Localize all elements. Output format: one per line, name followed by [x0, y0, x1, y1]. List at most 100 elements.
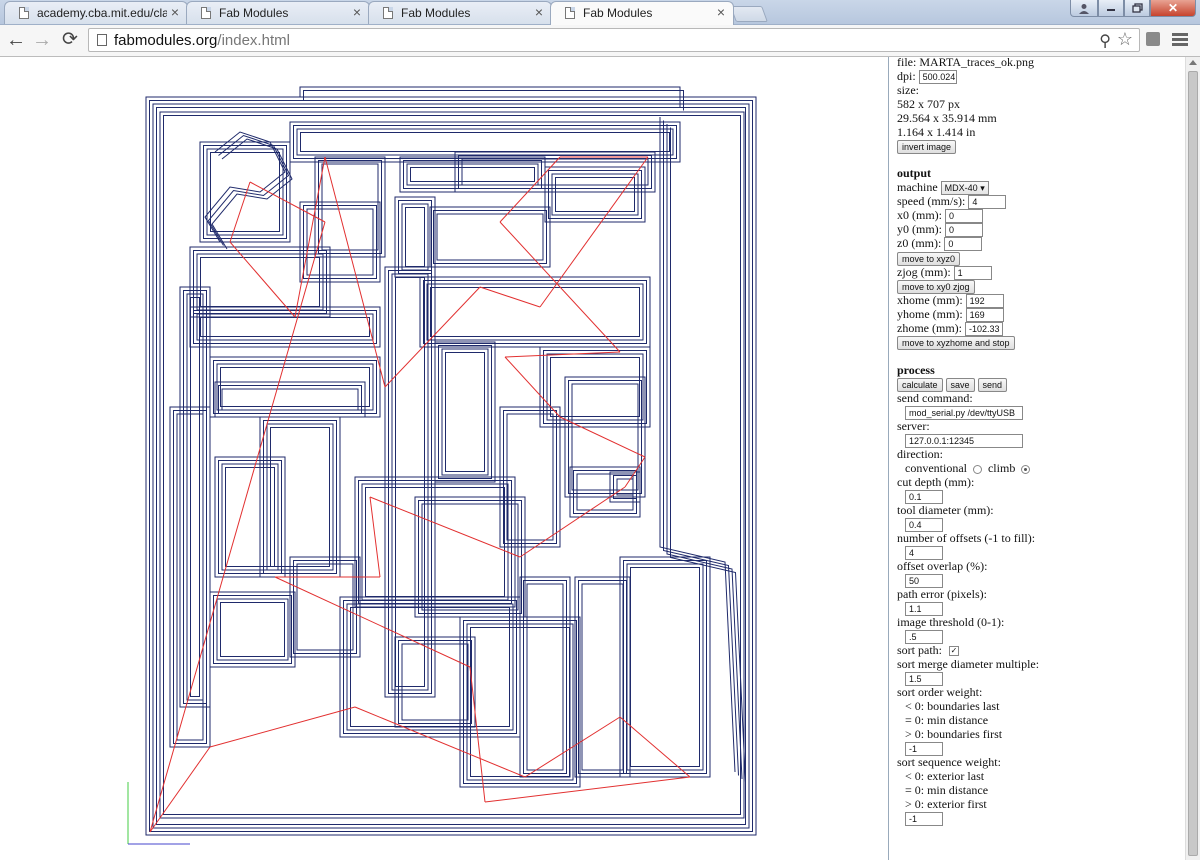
- back-arrow-icon[interactable]: ←: [6, 29, 26, 51]
- forward-arrow-icon[interactable]: →: [32, 29, 52, 51]
- dpi-input[interactable]: 500.024: [918, 70, 957, 85]
- size-in: 1.164 x 1.414 in: [897, 125, 976, 139]
- tab-title: Fab Modules: [401, 6, 471, 20]
- xhome-label: xhome (mm):: [897, 293, 963, 307]
- send-command-input[interactable]: mod_serial.py /dev/ttyUSB: [905, 406, 1023, 421]
- speed-input[interactable]: 4: [968, 195, 1007, 210]
- tab-fab-modules-2[interactable]: Fab Modules ×: [368, 1, 552, 24]
- machine-row: machine MDX-40 ▾: [897, 180, 989, 196]
- speed-label: speed (mm/s):: [897, 194, 966, 208]
- page-icon: [201, 7, 211, 19]
- cut-depth-label: cut depth (mm):: [897, 475, 975, 489]
- merge-input[interactable]: 1.5: [905, 672, 943, 687]
- conventional-label: conventional: [905, 461, 967, 475]
- offsets-label: number of offsets (-1 to fill):: [897, 531, 1036, 545]
- scroll-up-arrow-icon[interactable]: [1189, 60, 1197, 65]
- size-label: size:: [897, 83, 919, 97]
- threshold-input[interactable]: .5: [905, 630, 943, 645]
- yhome-input[interactable]: 169: [965, 308, 1004, 323]
- seq-weight-input[interactable]: -1: [905, 812, 943, 827]
- machine-select[interactable]: MDX-40 ▾: [940, 181, 989, 196]
- panel-divider: [888, 57, 889, 860]
- scroll-thumb[interactable]: [1188, 71, 1198, 856]
- axis-indicator: [127, 782, 190, 845]
- user-icon[interactable]: [1070, 0, 1098, 17]
- toolpath-preview: [127, 86, 757, 845]
- zoom-icon[interactable]: ⚲: [1099, 33, 1111, 50]
- output-header: output: [897, 166, 932, 180]
- sort-path-checkbox[interactable]: ✓: [949, 646, 959, 657]
- size-mm: 29.564 x 35.914 mm: [897, 111, 997, 125]
- move-to-xyz0-button[interactable]: move to xyz0: [897, 252, 961, 267]
- tab-close-icon[interactable]: ×: [352, 4, 361, 20]
- process-header: process: [897, 363, 935, 377]
- threshold-label: image threshold (0-1):: [897, 615, 1005, 629]
- address-bar[interactable]: fabmodules.org/index.html ⚲ ☆: [88, 28, 1140, 52]
- send-button[interactable]: send: [977, 378, 1008, 393]
- seq-hint-gt: > 0: exterior first: [905, 797, 987, 811]
- climb-label: climb: [987, 461, 1016, 475]
- tab-close-icon[interactable]: ×: [716, 4, 725, 20]
- offsets-input[interactable]: 4: [905, 546, 943, 561]
- tool-diameter-input[interactable]: 0.4: [905, 518, 943, 533]
- order-hint-lt: < 0: boundaries last: [905, 699, 1000, 713]
- xhome-input[interactable]: 192: [965, 294, 1004, 309]
- zhome-label: zhome (mm):: [897, 321, 962, 335]
- conventional-radio[interactable]: [972, 464, 982, 474]
- dpi-label: dpi:: [897, 69, 916, 83]
- direction-label: direction:: [897, 447, 943, 461]
- zhome-input[interactable]: -102.33: [964, 322, 1003, 337]
- invert-image-button[interactable]: invert image: [897, 140, 957, 155]
- restore-icon[interactable]: [1124, 0, 1150, 17]
- cut-depth-input[interactable]: 0.1: [905, 490, 943, 505]
- tab-fab-modules-active[interactable]: Fab Modules ×: [550, 1, 734, 25]
- seq-hint-lt: < 0: exterior last: [905, 769, 985, 783]
- order-weight-input[interactable]: -1: [905, 742, 943, 757]
- size-px: 582 x 707 px: [897, 97, 960, 111]
- order-hint-eq: = 0: min distance: [905, 713, 989, 727]
- dropdown-arrow-icon: ▾: [980, 183, 985, 194]
- move-to-xyzhome-button[interactable]: move to xyzhome and stop: [897, 336, 1015, 351]
- send-command-label: send command:: [897, 391, 973, 405]
- calculate-button[interactable]: calculate: [897, 378, 943, 393]
- machine-label: machine: [897, 180, 938, 194]
- z0-input[interactable]: 0: [944, 237, 983, 252]
- z0-label: z0 (mm):: [897, 236, 942, 250]
- tab-title: academy.cba.mit.edu/class: [37, 6, 167, 20]
- minimize-icon[interactable]: [1098, 0, 1124, 17]
- tab-fab-modules-1[interactable]: Fab Modules ×: [186, 1, 370, 24]
- yhome-label: yhome (mm):: [897, 307, 963, 321]
- zjog-input[interactable]: 1: [953, 266, 992, 281]
- bookmark-star-icon[interactable]: ☆: [1116, 29, 1133, 49]
- path-error-label: path error (pixels):: [897, 587, 987, 601]
- machine-value: MDX-40: [944, 183, 978, 194]
- url-host: fabmodules.org: [114, 32, 218, 49]
- window-close-icon[interactable]: ✕: [1150, 0, 1196, 17]
- server-input[interactable]: 127.0.0.1:12345: [905, 434, 1023, 449]
- browser-toolbar: ← → ⟳ fabmodules.org/index.html ⚲ ☆: [0, 25, 1200, 57]
- reload-icon[interactable]: ⟳: [62, 29, 78, 50]
- zjog-label: zjog (mm):: [897, 265, 951, 279]
- tab-close-icon[interactable]: ×: [534, 4, 543, 20]
- toolpath-canvas[interactable]: [0, 57, 888, 860]
- climb-radio[interactable]: [1021, 464, 1031, 474]
- scrollbar[interactable]: [1185, 57, 1200, 860]
- path-error-input[interactable]: 1.1: [905, 602, 943, 617]
- y0-label: y0 (mm):: [897, 222, 942, 236]
- new-tab-button[interactable]: [730, 6, 768, 22]
- file-name: file: MARTA_traces_ok.png: [897, 57, 1034, 69]
- merge-label: sort merge diameter multiple:: [897, 657, 1040, 671]
- move-to-xy0-zjog-button[interactable]: move to xy0 zjog: [897, 280, 975, 295]
- y0-input[interactable]: 0: [945, 223, 983, 238]
- page-icon: [97, 34, 107, 46]
- page-icon: [565, 7, 575, 19]
- x0-label: x0 (mm):: [897, 208, 942, 222]
- overlap-input[interactable]: 50: [905, 574, 943, 589]
- tab-title: Fab Modules: [219, 6, 289, 20]
- extension-icon[interactable]: [1146, 32, 1160, 46]
- url-text[interactable]: fabmodules.org/index.html: [114, 32, 290, 49]
- tab-academy[interactable]: academy.cba.mit.edu/class ×: [4, 1, 188, 24]
- tab-close-icon[interactable]: ×: [170, 4, 179, 20]
- menu-icon[interactable]: [1172, 31, 1188, 49]
- x0-input[interactable]: 0: [945, 209, 983, 224]
